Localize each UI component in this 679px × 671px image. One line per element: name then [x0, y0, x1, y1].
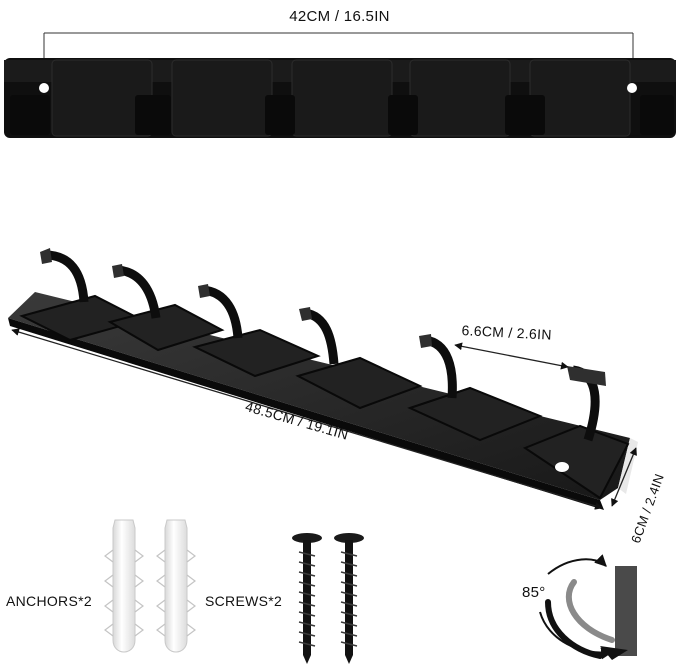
- screw-hole-right: [627, 83, 637, 93]
- screw-hole-left: [39, 83, 49, 93]
- mounting-span-label: 42CM / 16.5IN: [289, 8, 390, 25]
- screw-hole-perspective: [555, 462, 569, 472]
- screws-label: SCREWS*2: [205, 593, 283, 609]
- screws: [292, 533, 364, 664]
- hook-spacing-line: [454, 342, 569, 370]
- depth-line: [611, 447, 637, 507]
- perspective-rack: [8, 248, 638, 510]
- fold-angle-label: 85°: [522, 584, 546, 601]
- overall-length-line: [11, 328, 603, 510]
- anchors-label: ANCHORS*2: [6, 593, 92, 609]
- front-view-rack: [4, 32, 676, 138]
- fold-angle-diagram: [539, 554, 637, 660]
- wall-anchors: [104, 519, 196, 653]
